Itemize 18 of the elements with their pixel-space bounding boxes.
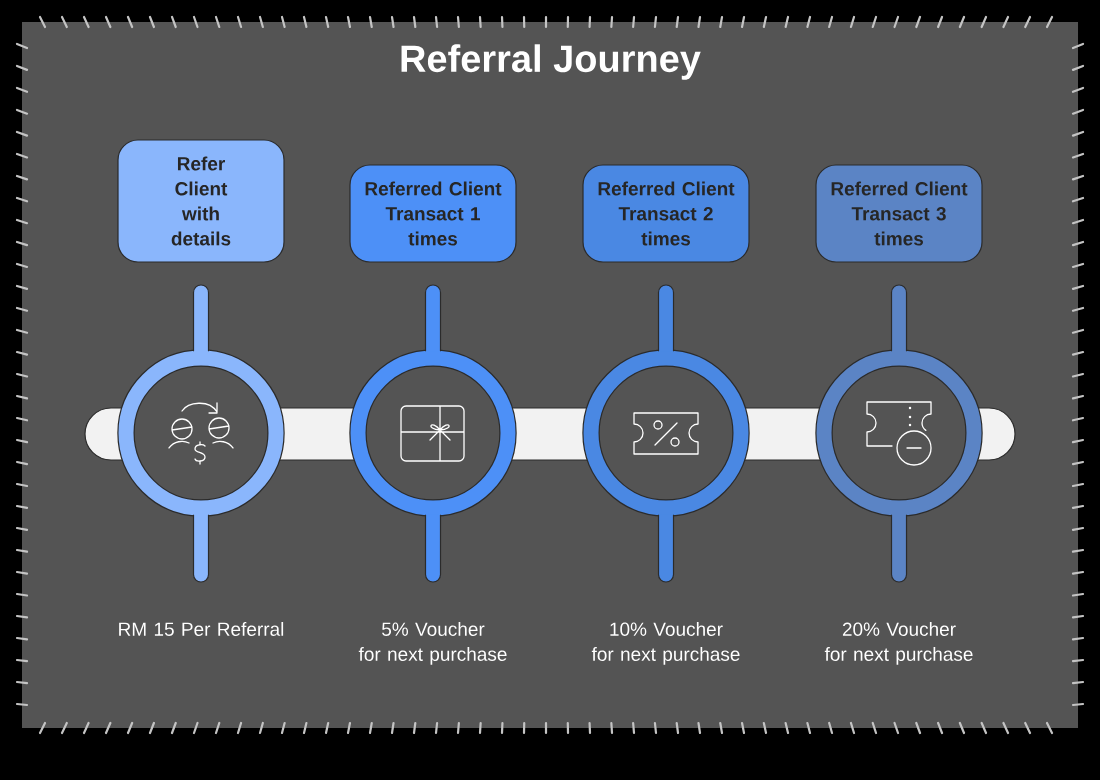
connector [424, 514, 442, 583]
caption: 10% Voucher for next purchase [591, 622, 740, 665]
connector [192, 514, 210, 583]
connector [192, 284, 210, 352]
caption: 5% Voucher for next purchase [358, 622, 507, 665]
connector [890, 514, 908, 583]
timeline-circle [815, 349, 983, 517]
caption: RM 15 Per Referral [119, 622, 284, 636]
title: Referral Journey [401, 44, 701, 80]
step-box: Referred Client Transact 3 times [815, 164, 983, 263]
connector [657, 284, 675, 352]
connector [657, 514, 675, 583]
connector [890, 284, 908, 352]
step-box: Refer Client with details [117, 139, 285, 263]
connector [424, 284, 442, 352]
step-box: Referred Client Transact 2 times [582, 164, 750, 263]
caption: 20% Voucher for next purchase [824, 622, 973, 665]
step-box: Referred Client Transact 1 times [349, 164, 517, 263]
